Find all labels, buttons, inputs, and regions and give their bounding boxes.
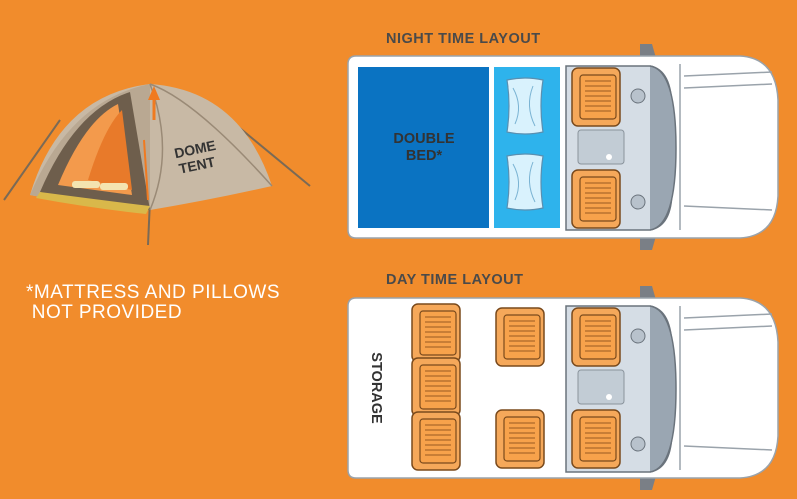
dome-tent-illustration: DOME TENT	[3, 83, 311, 246]
night-time-layout-title: NIGHT TIME LAYOUT	[386, 31, 541, 47]
side-mirror	[640, 476, 656, 490]
middle-seat	[495, 307, 545, 367]
bed-label-line2: BED*	[406, 148, 443, 164]
rear-bench-seat	[411, 303, 461, 363]
storage-label: STORAGE	[368, 352, 384, 424]
rear-bench-seat	[411, 411, 461, 471]
pillow	[506, 77, 544, 135]
footnote-line2: NOT PROVIDED	[26, 302, 183, 323]
middle-seat	[495, 409, 545, 469]
day-time-layout-title: DAY TIME LAYOUT	[386, 272, 524, 288]
rear-bench-seat	[411, 357, 461, 417]
side-mirror	[640, 44, 656, 58]
side-mirror	[640, 286, 656, 300]
front-seat	[571, 169, 621, 229]
bed-label-line1: DOUBLE	[393, 131, 455, 147]
tent-label-line2: TENT	[177, 153, 217, 176]
pillow	[506, 153, 544, 211]
double-bed	[358, 67, 489, 228]
footnote: *MATTRESS AND PILLOWS NOT PROVIDED	[26, 283, 280, 323]
front-seat	[571, 409, 621, 469]
footnote-line1: *MATTRESS AND PILLOWS	[26, 282, 281, 303]
front-seat	[571, 67, 621, 127]
day-time-van: STORAGE	[347, 286, 779, 490]
front-seat	[571, 307, 621, 367]
night-time-van: DOUBLE BED*	[347, 44, 779, 250]
side-mirror	[640, 236, 656, 250]
